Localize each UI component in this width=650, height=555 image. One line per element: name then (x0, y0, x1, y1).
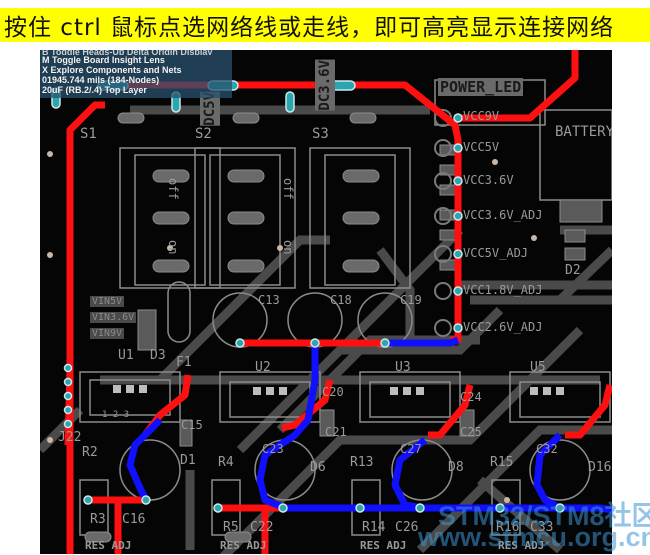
resistor-r13-label: R13 (350, 455, 374, 470)
regulator-u1-label: U1 (118, 348, 134, 363)
pin-numbers: 1 2 3 (102, 410, 130, 420)
cap-c13-label: C13 (258, 293, 280, 307)
net-label-vcc2-6v-adj: VCC2.6V_ADJ (463, 320, 543, 334)
misc-vias (47, 151, 537, 503)
resistor-r15-label: R15 (490, 455, 514, 470)
diode-d3-label: D3 (150, 348, 166, 363)
net-label-vcc5v-adj: VCC5V_ADJ (463, 246, 529, 260)
pcb-layout-graphic[interactable] (40, 50, 612, 554)
diode-d2-label: D2 (565, 263, 581, 278)
res-adj-label: RES ADJ (220, 539, 267, 552)
regulator-u2-label: U2 (255, 360, 271, 375)
resistor-r4-label: R4 (218, 455, 234, 470)
hud-line: X Explore Components and Nets (42, 65, 182, 75)
cap-c25-label: C25 (460, 425, 482, 439)
highlighted-net-bottom-layer[interactable] (126, 336, 612, 514)
cap-c27-label: C27 (400, 442, 422, 456)
power-led-label: POWER_LED (438, 78, 524, 96)
dc3-6v-label: DC3.6V (315, 60, 335, 111)
instruction-text: 按住 ctrl 鼠标点选网络线或走线，即可高亮显示连接网络 (4, 15, 615, 41)
net-label-vcc3-6v-adj: VCC3.6V_ADJ (463, 208, 543, 222)
switch-on-label: on (281, 240, 295, 255)
resistor-r2-label: R2 (82, 445, 98, 460)
diode-d6-label: D6 (310, 460, 326, 475)
diode-d16-label: D16 (588, 460, 612, 475)
switch-off-label: off (281, 178, 295, 200)
res-adj-label: RES ADJ (498, 539, 545, 552)
connector-j22-label: J22 (58, 430, 82, 445)
hud-line: 01945.744 mils (184-Nodes) (42, 75, 160, 85)
resistor-r14-label: R14 (362, 520, 386, 535)
cap-c23-label: C23 (262, 442, 284, 456)
res-adj-label: RES ADJ (85, 539, 132, 552)
vcc-vias (434, 109, 452, 337)
switch-s1-label: S1 (80, 126, 97, 142)
watermark-url: www.stmcu.org.cn (418, 522, 650, 552)
resistor-r3-label: R3 (90, 512, 106, 527)
net-label-vcc1-8v-adj: VCC1.8V_ADJ (463, 283, 543, 297)
net-label-vcc5v: VCC5V (463, 140, 500, 154)
fuse-f1-label: F1 (176, 355, 192, 370)
cap-c22-label: C22 (250, 520, 274, 535)
cap-c26-label: C26 (395, 520, 419, 535)
hud-line: B Toggle Heads-Up Delta Origin Display (42, 50, 213, 55)
net-label-vcc9v: VCC9V (463, 109, 500, 123)
net-label-vin5v: VIN5V (90, 296, 125, 307)
diode-d8-label: D8 (448, 460, 464, 475)
regulator-pins (113, 385, 564, 395)
switch-on-label: on (166, 240, 180, 255)
hud-line: 20uF (RB.2/.4) Top Layer (42, 85, 147, 95)
net-label-vin9v: VIN9V (90, 328, 125, 339)
regulator-u5-label: U5 (530, 360, 546, 375)
cap-c32-label: C32 (536, 442, 558, 456)
switch-off-label: off (166, 178, 180, 200)
battery-label: BATTERY (555, 124, 612, 140)
heads-up-display: B Toggle Heads-Up Delta Origin Display M… (40, 50, 232, 98)
pcb-editor-canvas[interactable]: POWER_LED BATTERY DC5V DC3.6V S1 S2 S3 o… (40, 50, 612, 554)
switch-s3-label: S3 (312, 126, 329, 142)
resistor-r16-label: R16 (496, 520, 520, 535)
switch-s2-label: S2 (195, 126, 212, 142)
cap-c24-label: C24 (460, 390, 482, 404)
cap-c20-label: C20 (322, 385, 344, 399)
watermark-title: STM32/STM8社区 (438, 501, 650, 531)
instruction-banner: 按住 ctrl 鼠标点选网络线或走线，即可高亮显示连接网络 (0, 8, 650, 42)
switch-pads (84, 112, 380, 543)
cap-c15-label: C15 (181, 418, 203, 432)
resistor-r5-label: R5 (223, 520, 239, 535)
cap-c19-label: C19 (400, 293, 422, 307)
res-adj-label: RES ADJ (360, 539, 407, 552)
hud-line: M Toggle Board Insight Lens (42, 55, 165, 65)
dimmed-tracks (40, 105, 612, 554)
cap-c16-label: C16 (122, 512, 146, 527)
cap-c18-label: C18 (330, 293, 352, 307)
net-label-vin3-6v: VIN3.6V (90, 312, 137, 323)
net-label-vcc3-6v: VCC3.6V (463, 173, 514, 187)
diode-d1-label: D1 (180, 453, 196, 468)
cap-c21-label: C21 (325, 425, 347, 439)
cap-c33-label: C33 (530, 520, 554, 535)
regulator-u3-label: U3 (395, 360, 411, 375)
silkscreen-outlines (79, 79, 612, 536)
